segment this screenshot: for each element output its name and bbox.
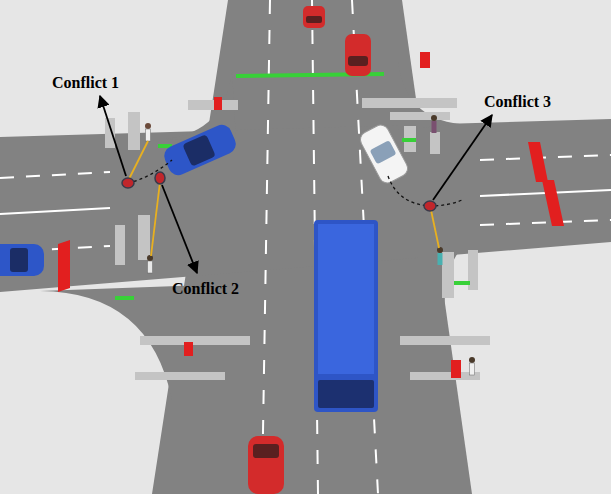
- pedestrian-head: [147, 255, 153, 261]
- pedestrian-path: [151, 182, 160, 256]
- pedestrian-path: [129, 141, 148, 179]
- pedestrian: [145, 123, 151, 141]
- barriers: [58, 52, 564, 378]
- lane-line: [480, 155, 611, 160]
- pedestrian-body: [470, 363, 475, 375]
- barrier-block: [528, 142, 548, 182]
- pedestrian-head: [469, 357, 475, 363]
- leader-arrow: [162, 185, 197, 273]
- stop-line: [402, 138, 416, 142]
- crosswalk-bar: [390, 112, 450, 120]
- pedestrian-head: [145, 123, 151, 129]
- bus-body: [314, 220, 378, 412]
- crosswalk-bar: [138, 215, 150, 260]
- lane-line: [0, 172, 110, 178]
- conflict-label: Conflict 3: [482, 91, 553, 112]
- barrier-block: [420, 52, 430, 68]
- car-window: [370, 140, 397, 164]
- pedestrian: [437, 247, 443, 265]
- car-window: [253, 444, 279, 458]
- label-anchor: Conflict 3: [482, 91, 553, 112]
- conflict-point: [155, 172, 165, 184]
- crosswalk-bar: [128, 112, 140, 150]
- pedestrian-body: [148, 261, 153, 273]
- crosswalk-bar: [430, 132, 440, 154]
- blue-car: [0, 244, 44, 276]
- barrier-block: [214, 97, 222, 110]
- crosswalk-bar: [140, 336, 250, 345]
- crosswalk-bar: [115, 225, 125, 265]
- crosswalks: [105, 98, 490, 380]
- pedestrian: [147, 255, 153, 273]
- pedestrian: [431, 115, 437, 133]
- crosswalk-bar: [135, 372, 225, 380]
- blue-car: [161, 122, 239, 179]
- white-car: [358, 122, 411, 186]
- horizontal-road: [0, 119, 611, 292]
- bus: [314, 220, 378, 412]
- pedestrian-body: [146, 129, 151, 141]
- car-window: [10, 248, 28, 272]
- stop-line: [454, 281, 470, 285]
- car-body: [248, 436, 284, 494]
- leader-arrow: [100, 96, 126, 176]
- pedestrians: [145, 115, 475, 375]
- crosswalk-bar: [362, 98, 457, 108]
- pedestrian-path: [431, 210, 439, 248]
- leader-arrows: [100, 96, 492, 273]
- conflict-label: Conflict 1: [50, 72, 121, 93]
- red-car: [248, 436, 284, 494]
- bus-windshield: [318, 380, 374, 408]
- barrier-block: [451, 360, 461, 378]
- leader-arrow: [433, 115, 492, 200]
- road-fillet: [420, 240, 470, 330]
- red-car: [303, 6, 325, 28]
- lane-line: [480, 220, 611, 225]
- barrier-block: [184, 342, 193, 356]
- lane-line: [0, 208, 110, 214]
- label-anchor: Conflict 2: [170, 278, 241, 299]
- vehicles: [0, 6, 410, 494]
- bus-roof: [318, 224, 374, 374]
- pedestrian-head: [437, 247, 443, 253]
- car-body: [345, 34, 371, 76]
- crosswalk-bar: [442, 252, 454, 298]
- conflict-point: [122, 178, 134, 188]
- car-window: [182, 134, 216, 167]
- pedestrian-body: [432, 121, 437, 133]
- pedestrian: [469, 357, 475, 375]
- trajectories: [128, 141, 462, 256]
- pedestrian-body: [438, 253, 443, 265]
- pedestrian-head: [431, 115, 437, 121]
- car-body: [161, 122, 239, 179]
- car-body: [303, 6, 325, 28]
- crosswalk-bar: [400, 336, 490, 345]
- car-window: [348, 56, 368, 66]
- vehicle-path: [388, 176, 462, 206]
- stop-line: [115, 296, 134, 300]
- crosswalk-bar: [188, 100, 238, 110]
- car-body: [358, 122, 411, 186]
- red-car: [345, 34, 371, 76]
- crosswalk-bar: [105, 118, 115, 148]
- stop-lines: [115, 74, 470, 298]
- car-window: [306, 16, 322, 23]
- conflict-label: Conflict 2: [170, 278, 241, 299]
- conflict-point: [424, 201, 436, 211]
- vehicle-path: [128, 160, 172, 183]
- barrier-block: [58, 240, 70, 292]
- car-body: [0, 244, 44, 276]
- barrier-block: [542, 180, 564, 226]
- label-anchor: Conflict 1: [50, 72, 121, 93]
